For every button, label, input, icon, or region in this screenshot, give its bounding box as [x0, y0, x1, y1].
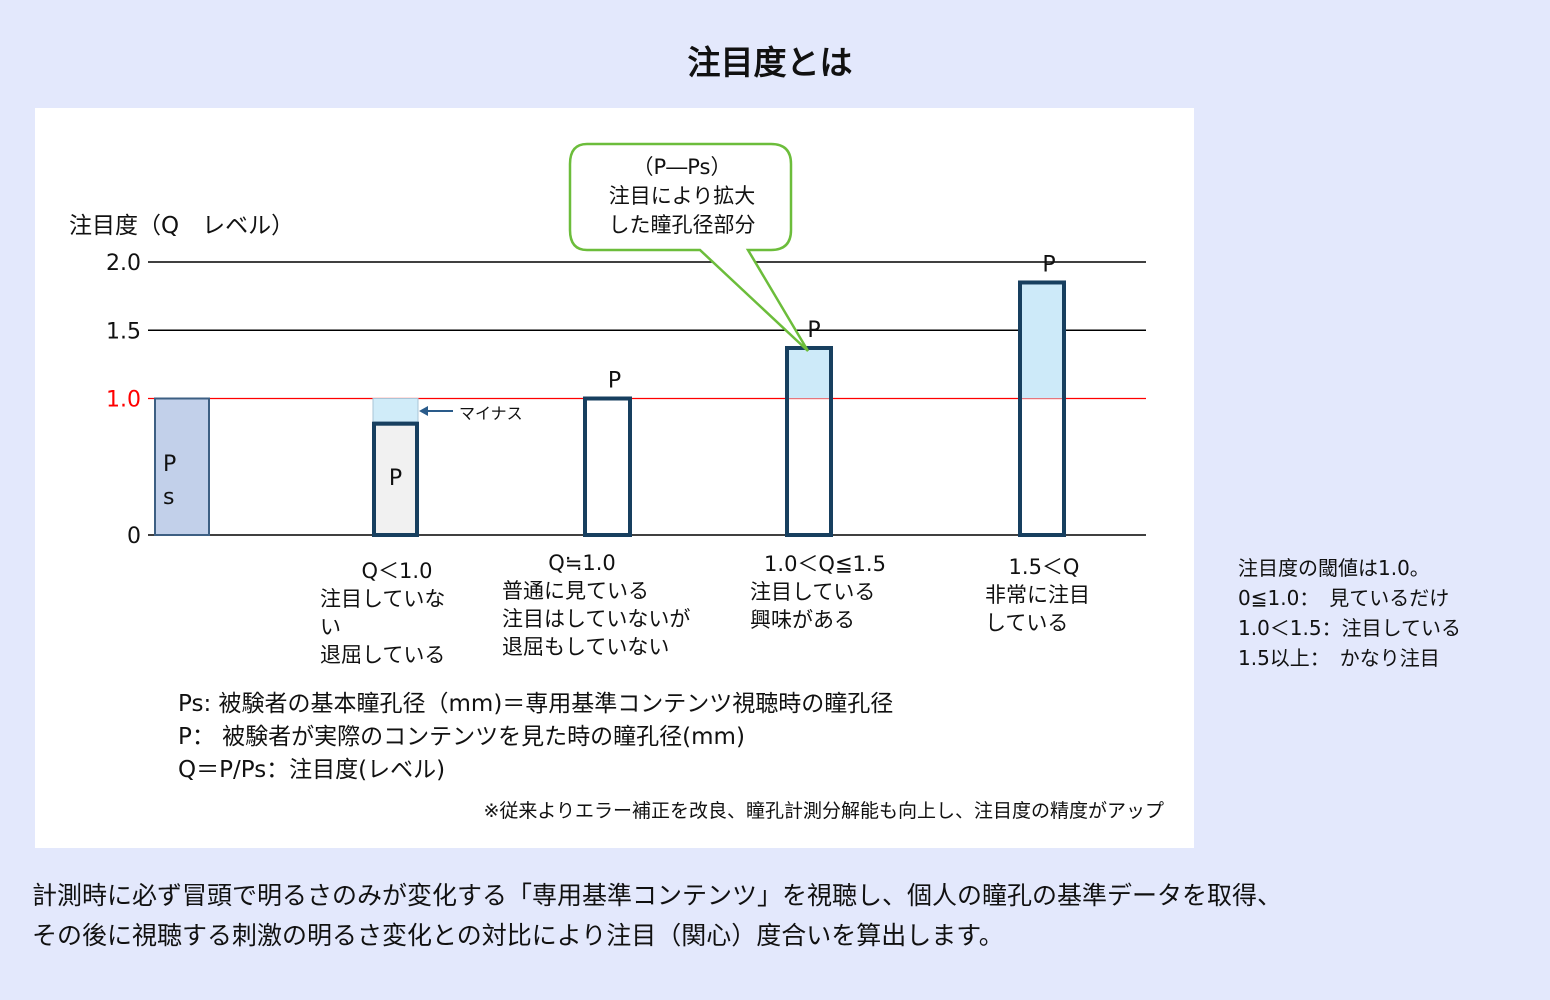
- legend-line-q: Q＝P/Ps：注目度(レベル): [178, 757, 446, 783]
- category-description-line: 注目はしていないが: [502, 607, 690, 631]
- bar-label-ps: P: [163, 452, 176, 477]
- legend-note: ※従来よりエラー補正を改良、瞳孔計測分解能も向上し、注目度の精度がアップ: [483, 800, 1164, 822]
- category-description-line: している: [985, 611, 1068, 635]
- callout-bubble: [568, 142, 810, 352]
- legend-line-p: P： 被験者が実際のコンテンツを見た時の瞳孔径(mm): [178, 724, 745, 750]
- callout-text-line: した瞳孔径部分: [609, 213, 756, 237]
- threshold-note-line: 1.5以上： かなり注目: [1238, 646, 1440, 670]
- threshold-note-line: 注目度の閾値は1.0。: [1238, 556, 1430, 580]
- minus-label: マイナス: [459, 404, 523, 423]
- ps-bar: [154, 397, 210, 536]
- page-title: 注目度とは: [687, 43, 853, 82]
- increase-segment: [1020, 282, 1064, 399]
- description-line: その後に視聴する刺激の明るさ変化との対比により注目（関心）度合いを算出します。: [32, 921, 1004, 950]
- y-tick-label: 1.0: [106, 388, 141, 413]
- method-description: 計測時に必ず冒頭で明るさのみが変化する「専用基準コンテンツ」を視聴し、個人の瞳孔…: [32, 876, 1282, 956]
- minus-arrow-head: [419, 406, 428, 416]
- threshold-note-line: 1.0＜1.5：注目している: [1238, 616, 1462, 640]
- y-tick-label: 0: [127, 524, 141, 549]
- minus-segment: [372, 398, 419, 423]
- category-description-line: 退屈している: [320, 643, 445, 667]
- category-condition-label: Q≒1.0: [548, 551, 616, 575]
- increase-segment: [787, 347, 831, 399]
- category-description-line: 興味がある: [750, 608, 855, 632]
- callout-text-line: 注目により拡大: [609, 184, 756, 208]
- y-tick-label: 1.5: [106, 319, 141, 344]
- category-description-line: 退屈もしていない: [502, 635, 669, 659]
- category-description-line: 普通に見ている: [502, 579, 649, 603]
- bar-label-p: P: [608, 369, 621, 394]
- attention-chart: 注目度（Q レベル）01.01.52.0PsPマイナスQ＜1.0注目していない退…: [69, 142, 1146, 667]
- category-condition-label: Q＜1.0: [362, 559, 433, 583]
- y-tick-label: 2.0: [106, 251, 141, 276]
- p-bar: [1018, 280, 1066, 537]
- threshold-notes: 注目度の閾値は1.0。 0≦1.0： 見ているだけ 1.0＜1.5：注目している…: [1238, 553, 1461, 673]
- category-description-line: 注目している: [750, 580, 875, 604]
- callout-text-line: （P―Ps）: [633, 155, 732, 179]
- p-bar: [372, 421, 419, 537]
- description-line: 計測時に必ず冒頭で明るさのみが変化する「専用基準コンテンツ」を視聴し、個人の瞳孔…: [32, 881, 1283, 910]
- bar-label-ps: s: [163, 485, 174, 510]
- y-axis-title: 注目度（Q レベル）: [69, 213, 294, 239]
- p-bar: [785, 345, 833, 537]
- bar-label-p: P: [807, 318, 820, 343]
- category-condition-label: 1.5＜Q: [1009, 555, 1080, 579]
- legend-line-ps: Ps: 被験者の基本瞳孔径（mm)＝専用基準コンテンツ視聴時の瞳孔径: [178, 691, 894, 717]
- bar-label-p: P: [1042, 252, 1055, 277]
- chart-legend: Ps: 被験者の基本瞳孔径（mm)＝専用基準コンテンツ視聴時の瞳孔径 P： 被験…: [178, 688, 893, 787]
- category-description-line: 非常に注目: [985, 583, 1090, 607]
- category-condition-label: 1.0＜Q≦1.5: [764, 552, 886, 576]
- bar-label-p: P: [389, 466, 402, 491]
- category-description-line: い: [320, 615, 341, 639]
- threshold-note-line: 0≦1.0： 見ているだけ: [1238, 586, 1450, 610]
- p-bar: [583, 396, 632, 537]
- category-description-line: 注目していな: [320, 587, 445, 611]
